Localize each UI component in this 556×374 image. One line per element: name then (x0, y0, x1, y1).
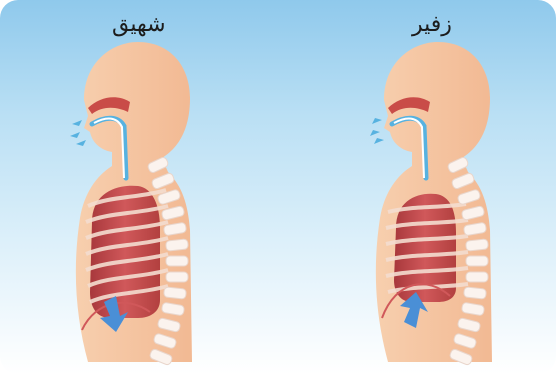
air-arrows (370, 118, 384, 144)
air-arrows (70, 120, 86, 146)
exhale-figure (370, 42, 492, 366)
inhale-figure (70, 42, 192, 366)
